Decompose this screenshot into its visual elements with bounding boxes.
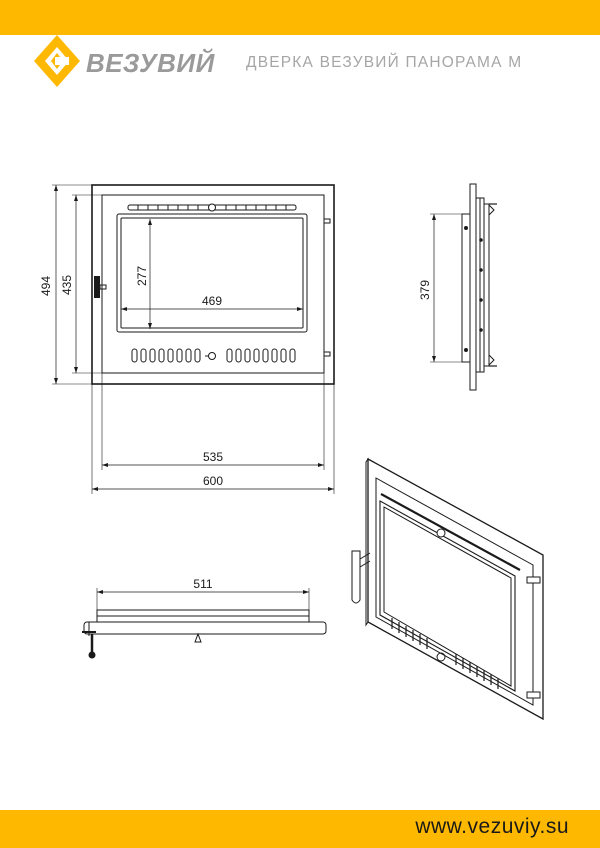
iso-outer-plate — [367, 457, 544, 721]
page-title: ДВЕРКА ВЕЗУВИЙ ПАНОРАМА М — [246, 54, 523, 71]
iso-hinge-top — [526, 576, 541, 584]
brand-name: ВЕЗУВИЙ — [86, 48, 215, 78]
glass-panel — [116, 213, 308, 333]
hinge-bottom — [323, 351, 331, 357]
top-yellow-bar — [0, 0, 600, 35]
iso-hinge-bottom — [526, 691, 541, 699]
dim-outer-width: 600 — [203, 474, 223, 488]
isometric-view — [351, 457, 544, 721]
top-view — [82, 588, 327, 659]
top-view-knob — [194, 632, 202, 643]
bottom-vent-slots — [131, 348, 296, 363]
bottom-vent-knob — [208, 352, 216, 360]
dim-glass-height: 277 — [135, 266, 149, 286]
top-outer-plate — [83, 621, 327, 635]
dim-inner-height: 435 — [60, 275, 74, 295]
bottom-yellow-bar — [0, 810, 600, 848]
iso-inner-frame — [375, 477, 534, 706]
dim-top-width: 511 — [193, 577, 212, 591]
dimension-arrowheads — [54, 185, 436, 594]
side-plate — [469, 183, 477, 391]
door-handle — [94, 276, 100, 298]
top-vent-knob — [208, 203, 216, 212]
top-vent-ticks — [137, 205, 287, 210]
side-view — [430, 183, 497, 391]
dim-glass-width: 469 — [202, 294, 222, 308]
hinge-top — [323, 218, 331, 224]
dim-side-height: 379 — [418, 280, 432, 300]
iso-handle — [351, 550, 361, 604]
vezuviy-logo-icon — [34, 35, 80, 87]
iso-bottom-vents — [391, 618, 499, 689]
front-inner-frame — [101, 194, 325, 374]
iso-glass — [379, 500, 516, 692]
side-hinge-bottom — [488, 353, 495, 367]
front-outer-frame — [91, 184, 335, 385]
dim-inner-width: 535 — [203, 450, 223, 464]
front-view — [52, 184, 335, 494]
website-link[interactable]: www.vezuviy.su — [415, 815, 569, 838]
dim-outer-height: 494 — [39, 276, 53, 296]
side-hinge-top — [488, 203, 495, 217]
